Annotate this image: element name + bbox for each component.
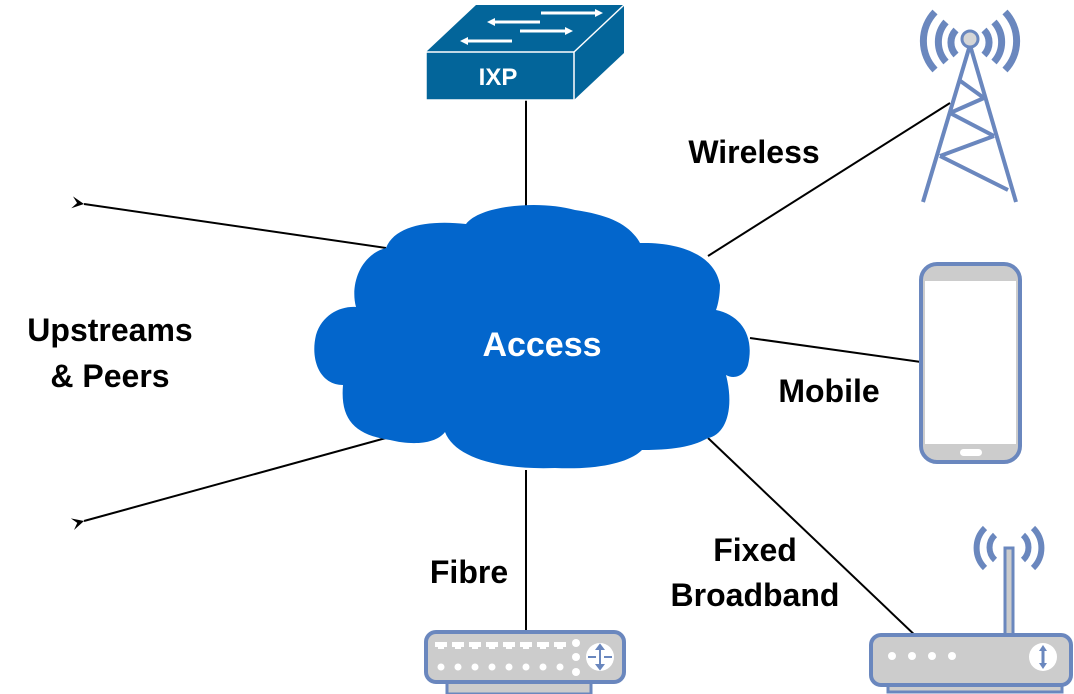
cloud-shape: [314, 204, 750, 469]
switch-led: [437, 663, 445, 671]
arrow-upstream-top: [71, 196, 387, 249]
peers-label: & Peers: [50, 358, 169, 394]
access-label: Access: [482, 326, 601, 364]
switch-port: [435, 642, 447, 649]
ixp-side-face: [574, 5, 624, 100]
switch-indicator: [572, 668, 580, 676]
switch-port: [469, 642, 481, 649]
fixed-label: Fixed: [713, 532, 797, 568]
switch-indicator: [572, 653, 580, 661]
switch-port: [537, 642, 549, 649]
connector-mobile: [749, 337, 922, 363]
switch-port: [554, 642, 566, 649]
upstreams-label: Upstreams: [27, 312, 192, 348]
switch-led: [505, 663, 513, 671]
arrow-upstream-bottom: [70, 437, 387, 530]
connectors: [70, 100, 951, 641]
mobile-label: Mobile: [778, 373, 879, 409]
fibre-label: Fibre: [430, 554, 508, 590]
switch-port: [486, 642, 498, 649]
network-switch-icon[interactable]: [424, 630, 626, 694]
ixp-label: IXP: [479, 64, 518, 91]
ixp-arrows-icon: [460, 9, 603, 45]
wireless-label: Wireless: [688, 134, 819, 170]
switch-port: [452, 642, 464, 649]
radio-tower-icon[interactable]: [919, 9, 1021, 203]
ixp-front-face: [425, 51, 575, 101]
switch-led: [539, 663, 547, 671]
smartphone-icon[interactable]: [919, 262, 1022, 464]
broadband-label: Broadband: [671, 577, 840, 613]
switch-led: [471, 663, 479, 671]
switch-led: [522, 663, 530, 671]
ixp-switch[interactable]: IXP: [425, 4, 625, 101]
switch-port: [520, 642, 532, 649]
connector-fixed-broadband: [707, 437, 921, 641]
access-cloud[interactable]: Access: [314, 204, 750, 469]
switch-led: [454, 663, 462, 671]
switch-led: [556, 663, 564, 671]
wifi-router-icon[interactable]: [869, 525, 1073, 694]
switch-led: [488, 663, 496, 671]
switch-port: [503, 642, 515, 649]
switch-indicator: [572, 639, 580, 647]
connector-wireless: [707, 102, 951, 257]
